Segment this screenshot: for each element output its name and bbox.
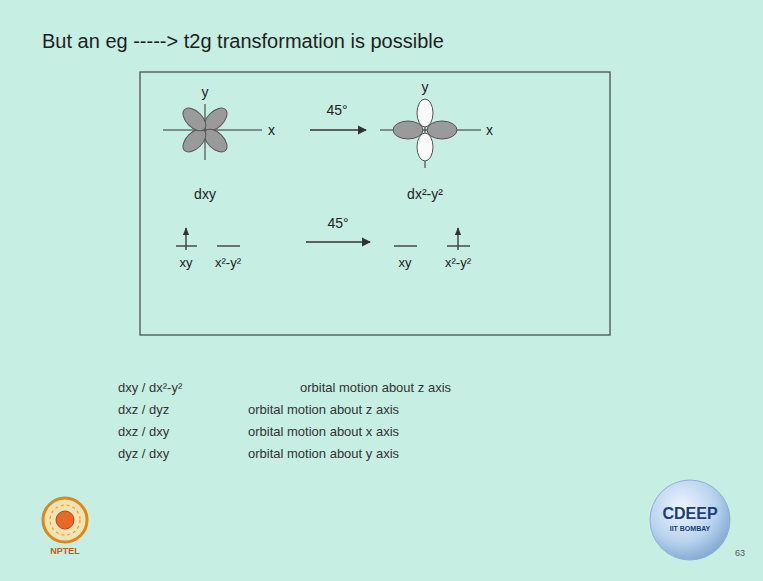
dxy-orbital — [163, 104, 262, 160]
orbital-pair: dxz / dyz — [118, 403, 169, 418]
motion-note: orbital motion about y axis — [248, 447, 399, 462]
slide-number: 63 — [735, 548, 745, 558]
level-label: x²-y² — [445, 256, 471, 271]
motion-note: orbital motion about z axis — [248, 403, 399, 418]
motion-note: orbital motion about z axis — [300, 381, 451, 396]
level-label: xy — [180, 256, 193, 271]
logo-text: NPTEL — [50, 546, 80, 556]
logo-text: CDEEP — [662, 505, 717, 523]
motion-note: orbital motion about x axis — [248, 425, 399, 440]
level-label: xy — [399, 256, 412, 271]
axis-label: x — [486, 122, 493, 138]
frame — [140, 72, 610, 335]
rotation-arrow — [310, 129, 366, 130]
logo-text: IIT BOMBAY — [670, 525, 711, 533]
level-label: x²-y² — [215, 256, 241, 271]
orbital-pair: dyz / dxy — [118, 447, 169, 462]
slide-title: But an eg -----> t2g transformation is p… — [42, 30, 444, 53]
orbital-name: dx²-y² — [407, 186, 443, 202]
orbital-name: dxy — [194, 186, 216, 202]
cdeep-globe — [650, 480, 730, 560]
axis-label: y — [422, 79, 429, 95]
axis-label: x — [268, 122, 275, 138]
rotation-angle: 45° — [327, 215, 348, 231]
nptel-logo — [43, 498, 87, 542]
orbital-pair: dxy / dx²-y² — [118, 381, 182, 396]
orbital-pair: dxz / dxy — [118, 425, 169, 440]
energy-levels — [176, 228, 470, 250]
dx2y2-orbital — [380, 99, 481, 168]
axis-label: y — [202, 84, 209, 100]
rotation-arrow — [306, 241, 370, 242]
rotation-angle: 45° — [326, 102, 347, 118]
